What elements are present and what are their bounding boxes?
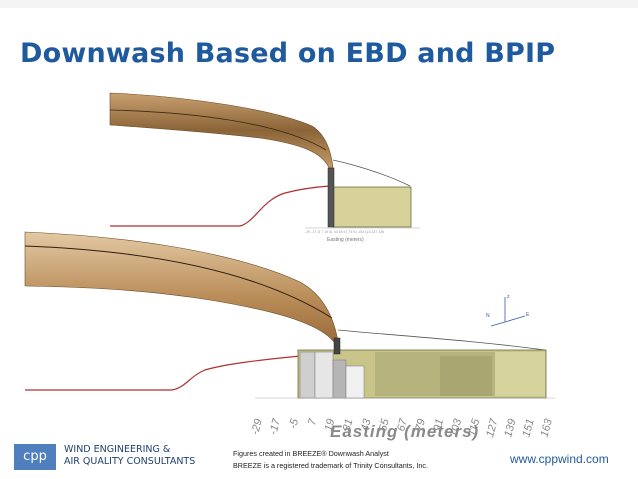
company-line-2: AIR QUALITY CONSULTANTS [64, 456, 196, 467]
bottom-axis-label: Easting (meters) [330, 422, 480, 441]
tick-label: 151 [520, 418, 536, 439]
stack-top [327, 167, 335, 228]
tick-label: -5 [287, 417, 301, 430]
tick-label: 139 [502, 418, 518, 439]
stack-bottom [333, 337, 341, 355]
tick-label: -29 [249, 418, 265, 436]
svg-text:-29 -17 -5 7 19 31 43 55 67 79: -29 -17 -5 7 19 31 43 55 67 79 91 103 11… [305, 230, 384, 234]
tick-label: 55 [377, 417, 392, 433]
tick-label: 43 [359, 417, 374, 433]
building-top [332, 186, 412, 228]
axis-n-label: N [486, 313, 490, 319]
tick-label: 103 [448, 417, 465, 439]
top-band [0, 0, 638, 8]
plume-top [109, 92, 334, 169]
orientation-axes [490, 297, 526, 327]
tick-label: 163 [539, 417, 556, 439]
tier-1 [299, 351, 316, 399]
credits-line-1: Figures created in BREEZE® Downwash Anal… [233, 449, 389, 458]
figure-credits: Figures created in BREEZE® Downwash Anal… [233, 448, 428, 472]
tick-label: 7 [306, 417, 319, 427]
tier-2 [314, 351, 334, 399]
tier-4 [345, 365, 365, 399]
tick-label: 67 [395, 417, 410, 433]
tier-3 [332, 359, 347, 399]
website-link[interactable]: www.cppwind.com [510, 452, 609, 466]
tick-label: 31 [341, 418, 356, 433]
tick-label: 127 [484, 417, 501, 439]
company-line-1: WIND ENGINEERING & [64, 444, 171, 455]
axis-z-label: z [507, 294, 510, 300]
credits-line-2: BREEZE is a registered trademark of Trin… [233, 461, 428, 470]
tick-label: 91 [431, 418, 446, 433]
slide-title: Downwash Based on EBD and BPIP [20, 38, 556, 69]
tick-label: 115 [466, 417, 482, 438]
company-name: WIND ENGINEERING & AIR QUALITY CONSULTAN… [64, 444, 195, 468]
axis-e-label: E [526, 312, 530, 318]
tick-label: 19 [323, 418, 338, 433]
tick-label: 79 [413, 418, 428, 433]
tick-label: -17 [267, 417, 283, 436]
cpp-logo: cpp [14, 444, 56, 470]
top-axis-label: Easting (meters) [327, 237, 364, 243]
